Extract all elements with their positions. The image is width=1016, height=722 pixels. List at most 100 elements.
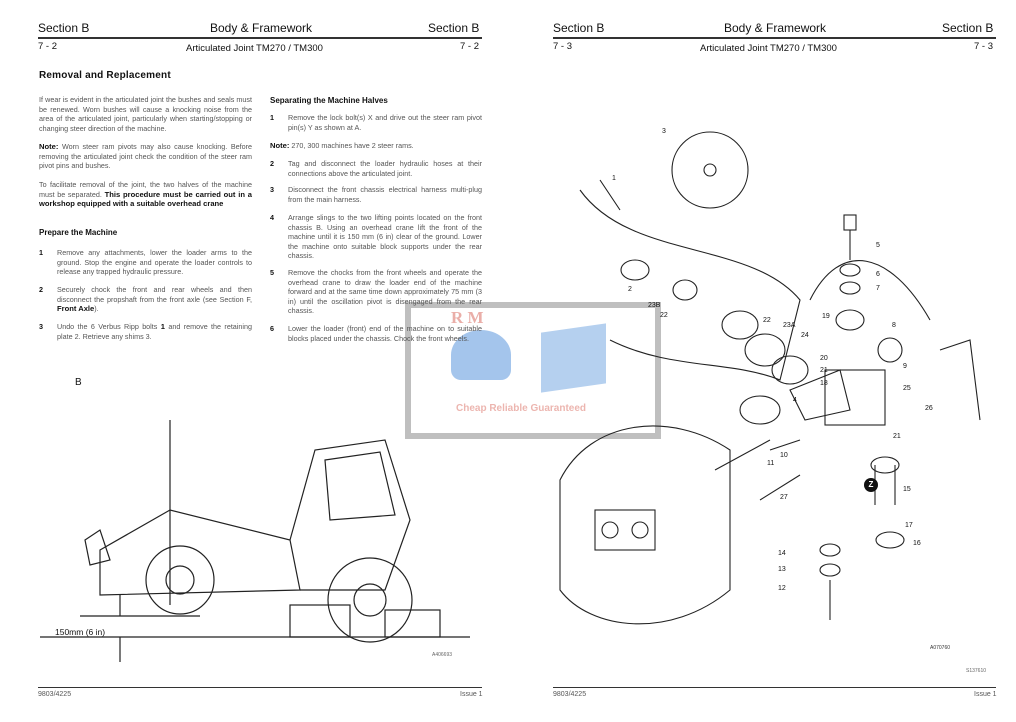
procedure-paragraph: To facilitate removal of the joint, the … bbox=[39, 180, 252, 209]
callout-15: 15 bbox=[903, 486, 911, 493]
articulated-joint-exploded-view bbox=[559, 131, 981, 625]
callout-14: 14 bbox=[778, 550, 786, 557]
callout-16: 16 bbox=[913, 540, 921, 547]
callout-24: 24 bbox=[801, 332, 809, 339]
page-number-right: 7 - 2 bbox=[460, 41, 480, 52]
step-text: Lower the loader (front) end of the mach… bbox=[288, 324, 482, 343]
callout-12: 12 bbox=[778, 585, 786, 592]
section-label-right: Section B bbox=[942, 21, 994, 35]
prepare-step: 3 Undo the 6 Verbus Ripp bolts 1 and remo… bbox=[39, 322, 252, 341]
note-text: 270, 300 machines have 2 steer rams. bbox=[289, 141, 414, 150]
intro-paragraph: If wear is evident in the articulated jo… bbox=[39, 95, 252, 133]
section-heading: Removal and Replacement bbox=[39, 70, 171, 81]
step-text: Remove the chocks from the front wheels … bbox=[288, 268, 482, 316]
callout-5: 5 bbox=[876, 242, 880, 249]
footer-rule bbox=[38, 687, 482, 688]
callout-8: 8 bbox=[892, 322, 896, 329]
prepare-step: 2 Securely chock the front and rear wheel… bbox=[39, 285, 252, 314]
issue-label: Issue 1 bbox=[460, 691, 483, 698]
callout-23b: 23B bbox=[648, 302, 661, 309]
header-subtitle: Articulated Joint TM270 / TM300 bbox=[700, 43, 837, 54]
step-number: 1 bbox=[39, 248, 43, 257]
callout-21: 21 bbox=[820, 367, 828, 374]
page-number-right: 7 - 3 bbox=[974, 41, 994, 52]
callout-13: 13 bbox=[778, 566, 786, 573]
separate-step: 3 Disconnect the front chassis electrical… bbox=[270, 185, 482, 204]
callout-17: 17 bbox=[905, 522, 913, 529]
figure-ref-right: A070760 bbox=[930, 645, 951, 651]
wrench-icon bbox=[451, 330, 511, 380]
header-subtitle: Articulated Joint TM270 / TM300 bbox=[186, 43, 323, 54]
note-label: Note: bbox=[270, 141, 290, 150]
doc-number: 9803/4225 bbox=[553, 691, 587, 698]
callout-18: 18 bbox=[820, 380, 828, 387]
callout-23a: 23A bbox=[783, 322, 796, 329]
step-text: Arrange slings to the two lifting points… bbox=[288, 213, 482, 261]
section-label-left: Section B bbox=[38, 21, 90, 35]
callout-27: 27 bbox=[780, 494, 788, 501]
callout-6: 6 bbox=[876, 271, 880, 278]
header-rule bbox=[38, 37, 482, 39]
callout-26: 26 bbox=[925, 405, 933, 412]
watermark-letters: R M bbox=[451, 308, 484, 327]
callout-25: 25 bbox=[903, 385, 911, 392]
page-number-left: 7 - 3 bbox=[553, 41, 573, 52]
loader-lift-illustration bbox=[40, 420, 470, 662]
step-number: 3 bbox=[270, 185, 274, 194]
step-text: Securely chock the front and rear wheels… bbox=[57, 285, 252, 314]
callout-19: 19 bbox=[822, 313, 830, 320]
page-number-left: 7 - 2 bbox=[38, 41, 58, 52]
figure-ref-left: A406693 bbox=[432, 652, 453, 658]
callout-7: 7 bbox=[876, 285, 880, 292]
callout-2: 2 bbox=[628, 286, 632, 293]
step-number: 6 bbox=[270, 324, 274, 333]
callout-11: 11 bbox=[767, 460, 775, 467]
separate-step: 6 Lower the loader (front) end of the mac… bbox=[270, 324, 482, 343]
header-rule bbox=[553, 37, 996, 39]
header-title: Body & Framework bbox=[210, 21, 313, 35]
step-text: Tag and disconnect the loader hydraulic … bbox=[288, 159, 482, 178]
step-number: 1 bbox=[270, 113, 274, 122]
separate-step: 5 Remove the chocks from the front wheels… bbox=[270, 268, 482, 316]
callout-z: Z bbox=[864, 478, 878, 492]
callout-1: 1 bbox=[612, 175, 616, 182]
figure-ref-right-2: S137610 bbox=[966, 668, 987, 674]
separate-step: 1 Remove the lock bolt(s) X and drive out… bbox=[270, 113, 482, 132]
section-label-right: Section B bbox=[428, 21, 480, 35]
step-number: 5 bbox=[270, 268, 274, 277]
separate-note: Note: 270, 300 machines have 2 steer ram… bbox=[270, 141, 482, 151]
step-text: Disconnect the front chassis electrical … bbox=[288, 185, 482, 204]
callout-3: 3 bbox=[662, 128, 666, 135]
watermark-tagline: Cheap Reliable Guaranteed bbox=[456, 403, 587, 414]
issue-label: Issue 1 bbox=[974, 691, 997, 698]
figure-label-b: B bbox=[75, 377, 82, 388]
step-text: Undo the 6 Verbus Ripp bolts 1 and remov… bbox=[57, 322, 252, 341]
separate-step: 4 Arrange slings to the two lifting point… bbox=[270, 213, 482, 261]
step-number: 4 bbox=[270, 213, 274, 222]
procedure-warning: This procedure must be carried out in a … bbox=[39, 189, 253, 209]
section-label-left: Section B bbox=[553, 21, 605, 35]
step-number: 2 bbox=[270, 159, 274, 168]
step-number: 3 bbox=[39, 322, 43, 331]
note-paragraph: Note: Worn steer ram pivots may also cau… bbox=[39, 142, 252, 171]
doc-number: 9803/4225 bbox=[38, 691, 72, 698]
callout-20: 20 bbox=[820, 355, 828, 362]
procedure-text: To facilitate removal of the joint, the … bbox=[39, 180, 252, 199]
step-text: Remove any attachments, lower the loader… bbox=[57, 248, 252, 277]
prepare-heading: Prepare the Machine bbox=[39, 228, 118, 237]
header-title: Body & Framework bbox=[724, 21, 827, 35]
prepare-step: 1 Remove any attachments, lower the loade… bbox=[39, 248, 252, 277]
note-label: Note: bbox=[39, 142, 59, 151]
step-text: Remove the lock bolt(s) X and drive out … bbox=[288, 113, 482, 132]
callout-22b: 22 bbox=[763, 317, 771, 324]
callout-21b: 21 bbox=[893, 433, 901, 440]
watermark: R M Cheap Reliable Guaranteed bbox=[405, 302, 661, 439]
footer-rule bbox=[553, 687, 996, 688]
note-text: Worn steer ram pivots may also cause kno… bbox=[39, 142, 252, 171]
callout-9: 9 bbox=[903, 363, 907, 370]
step-number: 2 bbox=[39, 285, 43, 294]
separating-heading: Separating the Machine Halves bbox=[270, 96, 388, 105]
lift-dimension: 150mm (6 in) bbox=[55, 627, 106, 637]
callout-22: 22 bbox=[660, 312, 668, 319]
